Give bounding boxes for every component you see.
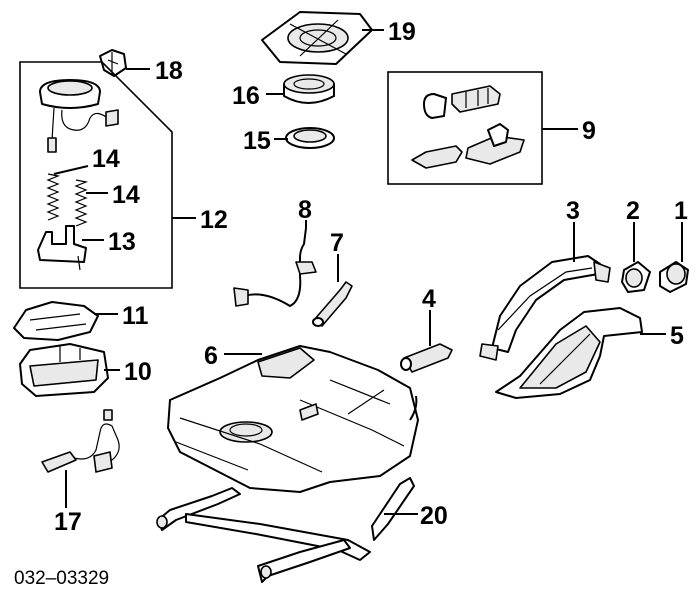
part-15-gasket — [285, 127, 335, 149]
callout-20: 20 — [420, 502, 448, 530]
callout-19: 19 — [388, 18, 416, 46]
callout-14-lower: 14 — [112, 181, 140, 209]
leader-14a — [53, 165, 89, 175]
callout-11: 11 — [122, 302, 149, 330]
part-20-tank-straps — [156, 477, 415, 583]
callout-17: 17 — [54, 508, 82, 536]
part-7-hose — [312, 281, 353, 327]
callout-13: 13 — [108, 228, 136, 256]
part-14-springs — [46, 173, 89, 227]
callout-10: 10 — [124, 358, 152, 386]
callout-5: 5 — [670, 322, 684, 350]
part-9-filter-components — [411, 85, 525, 169]
callout-18: 18 — [155, 57, 183, 85]
callout-6: 6 — [204, 342, 218, 370]
callout-8: 8 — [298, 196, 312, 224]
callout-14-upper: 14 — [92, 145, 120, 173]
part-2-cap-seal — [621, 261, 651, 293]
part-9-box — [387, 71, 543, 185]
part-16-lock-ring — [283, 74, 335, 104]
part-10-base — [19, 343, 109, 397]
diagram-code: 032–03329 — [14, 568, 109, 589]
part-12-box — [19, 61, 173, 289]
part-11-cover — [13, 301, 99, 341]
part-13-bracket — [37, 225, 87, 271]
part-5-splash-shield — [495, 307, 643, 399]
callout-7: 7 — [330, 229, 344, 257]
part-19-access-plate — [261, 11, 373, 65]
part-17-sender-unit — [41, 409, 120, 473]
part-12-fuel-pump-assembly — [39, 79, 119, 153]
callout-1: 1 — [674, 197, 688, 225]
part-8-vapor-tube — [233, 227, 317, 308]
callout-3: 3 — [566, 197, 580, 225]
callout-9: 9 — [582, 117, 596, 145]
callout-16: 16 — [232, 82, 260, 110]
part-3-filler-pipe — [479, 255, 611, 361]
part-6-fuel-tank — [167, 345, 419, 493]
part-1-fuel-cap — [659, 261, 689, 293]
callout-12: 12 — [200, 206, 228, 234]
part-4-hose — [400, 343, 453, 373]
callout-4: 4 — [422, 285, 436, 313]
callout-15: 15 — [243, 127, 271, 155]
callout-2: 2 — [626, 197, 640, 225]
